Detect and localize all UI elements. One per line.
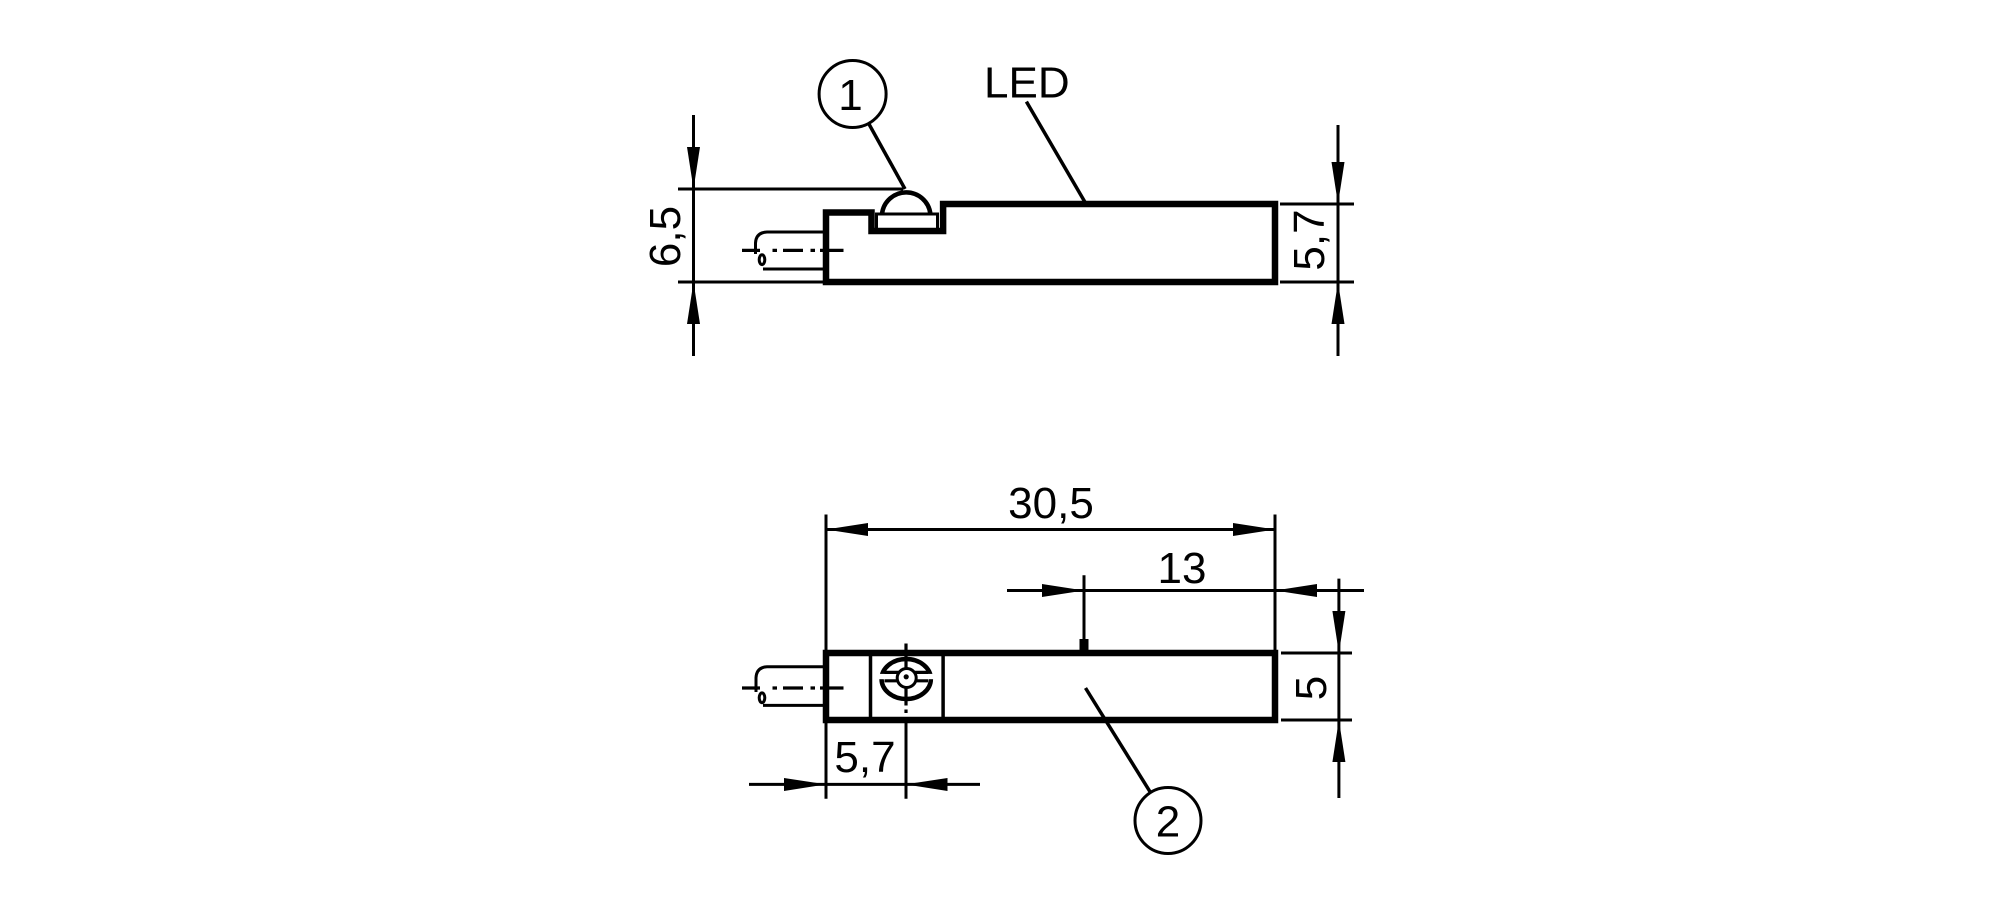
svg-text:LED: LED [984,59,1070,108]
svg-text:5,7: 5,7 [1285,209,1334,270]
svg-text:5: 5 [1287,676,1336,700]
svg-text:2: 2 [1156,798,1180,847]
svg-text:1: 1 [838,71,862,120]
svg-text:6,5: 6,5 [641,206,690,267]
svg-text:30,5: 30,5 [1008,479,1094,528]
svg-text:13: 13 [1158,544,1207,593]
svg-text:5,7: 5,7 [834,733,895,782]
